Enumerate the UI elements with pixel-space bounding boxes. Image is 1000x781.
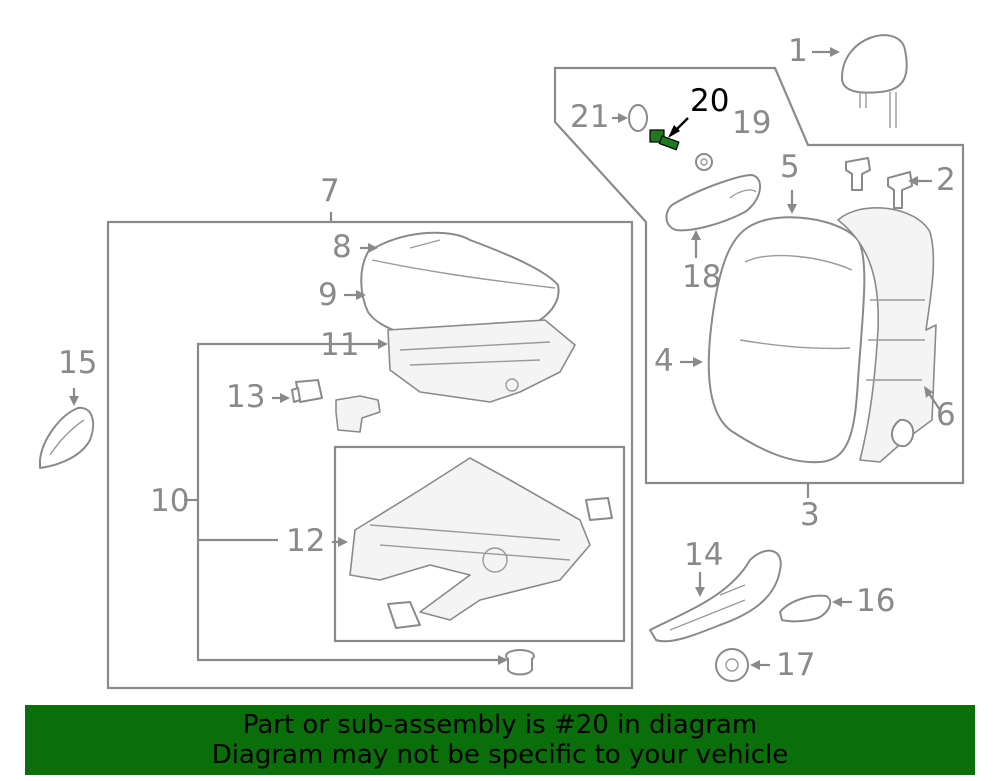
- callout-11: 11: [320, 327, 360, 363]
- bracket-10: [196, 342, 502, 662]
- seat-back-frame: [837, 207, 937, 463]
- callout-7: 7: [320, 173, 340, 209]
- callout-20: 20: [690, 83, 730, 119]
- callout-6: 6: [936, 397, 956, 433]
- connector-13: [291, 379, 323, 403]
- callout-5: 5: [780, 149, 800, 185]
- info-banner: Part or sub-assembly is #20 in diagram D…: [25, 705, 975, 775]
- banner-line-2: Diagram may not be specific to your vehi…: [211, 740, 789, 770]
- headrest: [841, 34, 908, 128]
- banner-line-1: Part or sub-assembly is #20 in diagram: [242, 710, 758, 740]
- callout-18: 18: [682, 259, 722, 295]
- callout-14: 14: [684, 537, 724, 573]
- callout-10: 10: [150, 483, 190, 519]
- bolt-20-highlighted: [649, 129, 680, 151]
- callout-13: 13: [226, 379, 266, 415]
- group-box-7: [106, 220, 634, 690]
- callout-8: 8: [332, 229, 352, 265]
- callout-9: 9: [318, 277, 338, 313]
- seat-track-12: [349, 457, 613, 629]
- cushion-frame-11: [387, 319, 576, 403]
- side-cover-15: [39, 406, 95, 469]
- callout-1: 1: [788, 33, 808, 69]
- callout-17: 17: [776, 647, 816, 683]
- callout-4: 4: [654, 343, 674, 379]
- oring-21: [628, 104, 648, 132]
- seat-cushion: [360, 231, 560, 342]
- callout-21: 21: [570, 99, 610, 135]
- clip-2: [845, 157, 913, 209]
- callout-3: 3: [800, 497, 820, 533]
- grommet: [505, 649, 535, 676]
- callout-12: 12: [286, 523, 326, 559]
- side-shield-14: [649, 549, 782, 643]
- group-box-3: [553, 66, 965, 485]
- seat-back-cover: [707, 216, 866, 464]
- washer-19: [695, 153, 713, 171]
- lever-knob-16: [779, 594, 832, 623]
- armrest-18: [665, 174, 761, 232]
- callout-16: 16: [856, 583, 896, 619]
- callout-2: 2: [936, 162, 956, 198]
- bracket-bracket: [335, 395, 381, 433]
- callout-19: 19: [732, 105, 772, 141]
- group-box-12: [333, 445, 626, 643]
- knob-17: [715, 648, 749, 682]
- callout-15: 15: [58, 345, 98, 381]
